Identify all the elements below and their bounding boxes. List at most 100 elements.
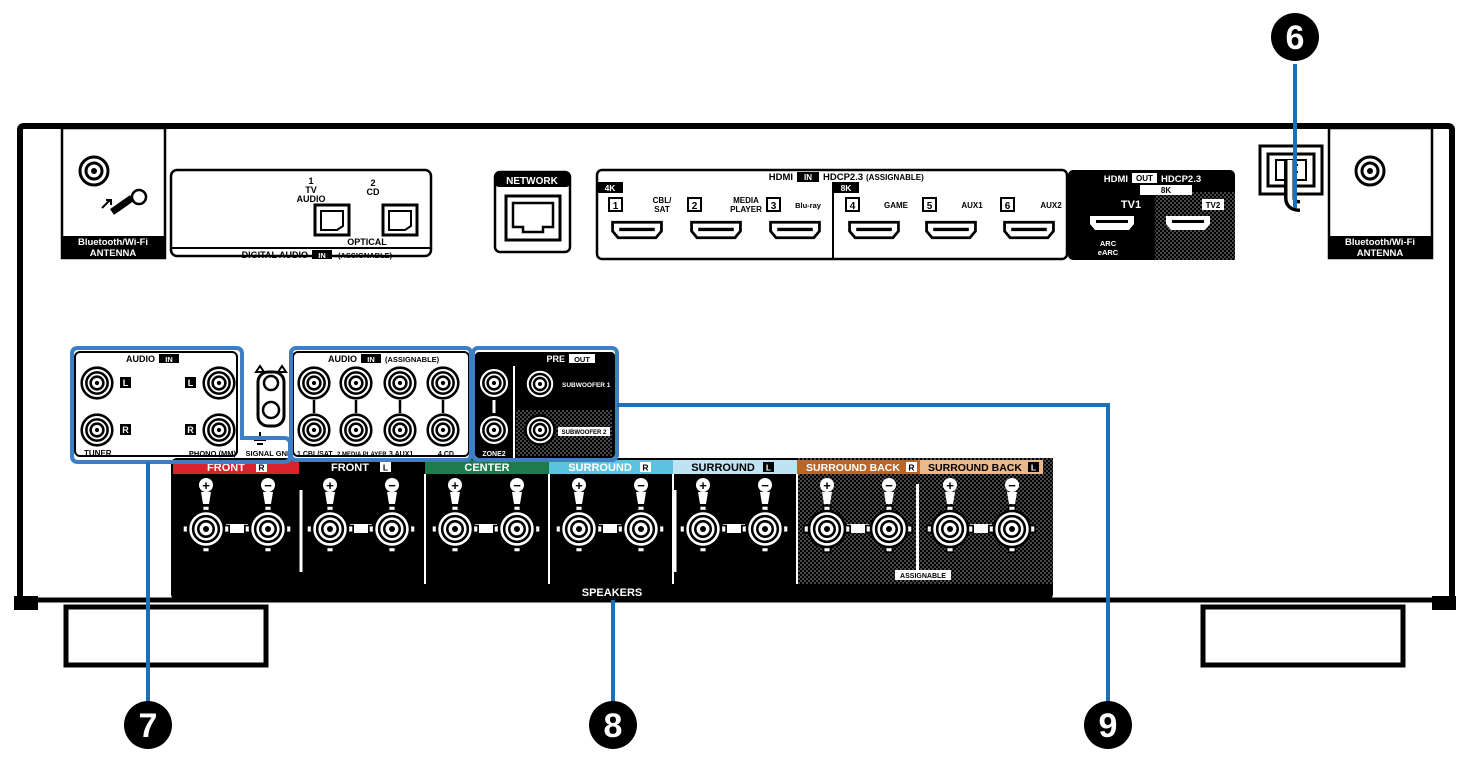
hdmi-in-3[interactable]: 3 Blu-ray: [766, 197, 822, 240]
plus-sign-label: +: [451, 478, 459, 493]
hdmi-out-title-a: HDMI: [1104, 174, 1128, 185]
audio-in-panel: AUDIO IN L R L R TUNER PHONO (MM): [74, 351, 238, 458]
hdmi-out-earc: eARC: [1098, 248, 1119, 257]
optical-label: OPTICAL: [347, 237, 387, 247]
hdmi-in-6-name: AUX2: [1040, 201, 1062, 210]
hdmi-out-tv1-label: TV1: [1121, 199, 1141, 211]
hdmi-out-tv2[interactable]: [1166, 216, 1210, 230]
plus-sign-label: +: [202, 478, 210, 493]
minus-sign-label: −: [1008, 478, 1016, 493]
spk-front-r-side: R: [258, 463, 264, 473]
minus-sign-icon: −: [758, 478, 772, 493]
spk-surround-r-side: R: [642, 463, 648, 473]
hdmi-out-8k-tag: 8K: [1161, 186, 1171, 195]
ethernet-port[interactable]: [504, 194, 562, 242]
network-label: NETWORK: [506, 176, 558, 187]
optical-input-2[interactable]: [381, 203, 419, 237]
plus-sign-icon: +: [820, 478, 834, 493]
spk-sb-l-name: SURROUND BACK: [928, 462, 1022, 474]
callout-6: 6: [1271, 13, 1319, 61]
hdmi-in-5[interactable]: 5 AUX1: [922, 197, 983, 240]
spk-front-l-name: FRONT: [331, 462, 369, 474]
network-panel: NETWORK: [493, 170, 572, 254]
spk-front-l-side: L: [383, 463, 388, 473]
plus-sign-label: +: [946, 478, 954, 493]
hdmi-out-title-b: HDCP2.3: [1161, 174, 1201, 185]
optical-input-1[interactable]: [313, 203, 351, 237]
antenna-plug-icon: [101, 188, 148, 215]
plus-sign-label: +: [575, 478, 583, 493]
plus-sign-icon: +: [572, 478, 586, 493]
speakers-panel: SPEAKERS ASSIGNABLE FRONT R FRONT L CENT…: [171, 458, 1053, 600]
spk-surround-r-name: SURROUND: [568, 462, 632, 474]
pre-out-title-a: PRE: [546, 354, 565, 364]
assign-1-l-jack[interactable]: [297, 366, 331, 400]
hdmi-in-title-c: (ASSIGNABLE): [866, 173, 924, 182]
zone2-l-jack[interactable]: [477, 366, 511, 400]
hdmi-in-2[interactable]: 2 MEDIA PLAYER: [687, 196, 762, 240]
callout-lines: [146, 64, 1297, 705]
tuner-l-jack[interactable]: [80, 366, 114, 400]
subwoofer-1-jack[interactable]: [524, 368, 556, 400]
hdmi-out-arc: ARC: [1100, 239, 1117, 248]
audio-in-assignable-panel: AUDIO IN (ASSIGNABLE) 1 CBL/SAT 2 MEDIA …: [292, 351, 470, 458]
antenna-left-label-2: ANTENNA: [90, 248, 137, 259]
tuner-l-label: L: [123, 378, 129, 388]
spk-surround-l-name: SURROUND: [691, 462, 755, 474]
hdmi-in-3-num: 3: [771, 201, 777, 212]
tuner-r-jack[interactable]: [80, 413, 114, 447]
digital-audio-footer-in: IN: [318, 251, 326, 260]
signal-gnd-terminal[interactable]: [254, 364, 288, 445]
hdmi-out-tv1[interactable]: [1090, 216, 1134, 230]
hdmi-in-4-name: GAME: [884, 201, 909, 210]
hdmi-in-title-in: IN: [804, 173, 812, 182]
assign-4-r-jack[interactable]: [426, 413, 460, 447]
phono-r-jack[interactable]: [202, 413, 236, 447]
spk-sb-r-name: SURROUND BACK: [806, 462, 900, 474]
phono-r-label: R: [187, 425, 194, 435]
pre-out-title-out: OUT: [574, 355, 590, 364]
plus-sign-icon: +: [323, 478, 337, 493]
audio-assign-title-b: (ASSIGNABLE): [385, 355, 440, 364]
callout-8: 8: [589, 701, 637, 749]
speakers-footer: SPEAKERS: [582, 587, 643, 599]
plus-sign-icon: +: [199, 478, 213, 493]
hdmi-8k-tag: 8K: [841, 183, 853, 193]
hdmi-in-1[interactable]: 1 CBL/ SAT: [608, 196, 672, 240]
audio-assign-title-in: IN: [367, 355, 375, 364]
hdmi-in-title-b: HDCP2.3: [823, 172, 863, 183]
zone2-r-jack[interactable]: [477, 413, 511, 447]
hdmi-4k-tag: 4K: [605, 183, 617, 193]
subwoofer-2-jack[interactable]: [524, 414, 556, 446]
digital-audio-in-panel: DIGITAL AUDIO IN (ASSIGNABLE) 1 TV AUDIO…: [169, 168, 433, 260]
assign-1-r-jack[interactable]: [297, 413, 331, 447]
optical-2-num: 2: [370, 178, 375, 188]
antenna-right: Bluetooth/Wi-Fi ANTENNA: [1327, 126, 1434, 260]
assign-4-l-jack[interactable]: [426, 366, 460, 400]
spk-surround-l-side: L: [766, 463, 771, 473]
hdmi-in-title-a: HDMI: [769, 172, 793, 183]
antenna-right-label-2: ANTENNA: [1357, 248, 1404, 259]
assign-label-2: 2 MEDIA PLAYER: [337, 452, 387, 458]
digital-audio-footer-b: (ASSIGNABLE): [338, 251, 393, 260]
plus-sign-label: +: [823, 478, 831, 493]
power-cord-icon: [1284, 160, 1301, 212]
phono-l-jack[interactable]: [202, 366, 236, 400]
plus-sign-label: +: [699, 478, 707, 493]
assign-3-l-jack[interactable]: [383, 366, 417, 400]
antenna-left-label-1: Bluetooth/Wi-Fi: [78, 237, 148, 248]
spk-front-r-name: FRONT: [207, 462, 245, 474]
callout-9: 9: [1084, 701, 1132, 749]
optical-1-name-1: TV: [305, 185, 317, 195]
hdmi-in-4[interactable]: 4 GAME: [845, 197, 909, 240]
phono-label: PHONO (MM): [189, 449, 237, 458]
audio-in-title-a: AUDIO: [126, 354, 155, 364]
hdmi-out-panel: HDMI OUT HDCP2.3 8K TV1 TV2 ARC eARC: [1068, 170, 1235, 260]
assign-2-r-jack[interactable]: [339, 413, 373, 447]
hdmi-in-6[interactable]: 6 AUX2: [1000, 197, 1062, 240]
callout-8-label: 8: [604, 707, 623, 745]
assign-2-l-jack[interactable]: [339, 366, 373, 400]
assign-3-r-jack[interactable]: [383, 413, 417, 447]
hdmi-in-5-num: 5: [927, 201, 933, 212]
